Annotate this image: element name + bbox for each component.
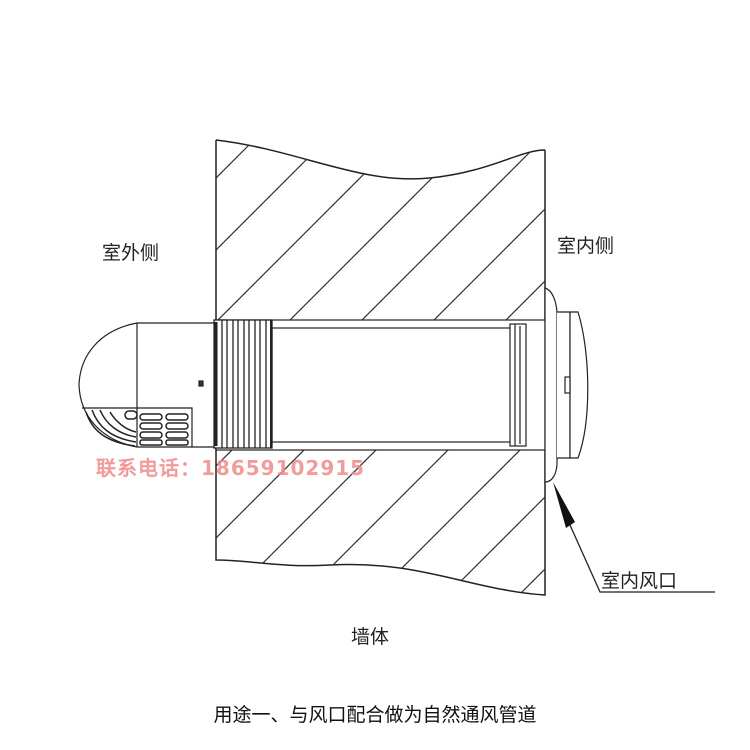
wall-label: 墙体 [351,626,390,648]
hatch-line [216,140,367,595]
indoor-vent-label: 室内风口 [601,570,678,592]
hatch-line [297,140,545,595]
hatch-line [441,140,545,595]
indoor-vent-pointer [553,482,715,593]
indoor-side-label: 室内侧 [557,235,615,257]
pipe [271,323,527,447]
indoor-vent [544,287,589,483]
hatch-line [369,140,545,595]
hatch-line [658,100,750,600]
hatch-line [586,100,750,600]
hatch-line [216,140,439,595]
outdoor-side-label: 室外侧 [102,242,160,264]
corrugated-section [213,319,273,449]
contact-watermark: 联系电话：18659102915 [96,456,366,480]
outdoor-hood [78,322,215,448]
diagram-caption: 用途一、与风口配合做为自然通风管道 [213,704,537,726]
